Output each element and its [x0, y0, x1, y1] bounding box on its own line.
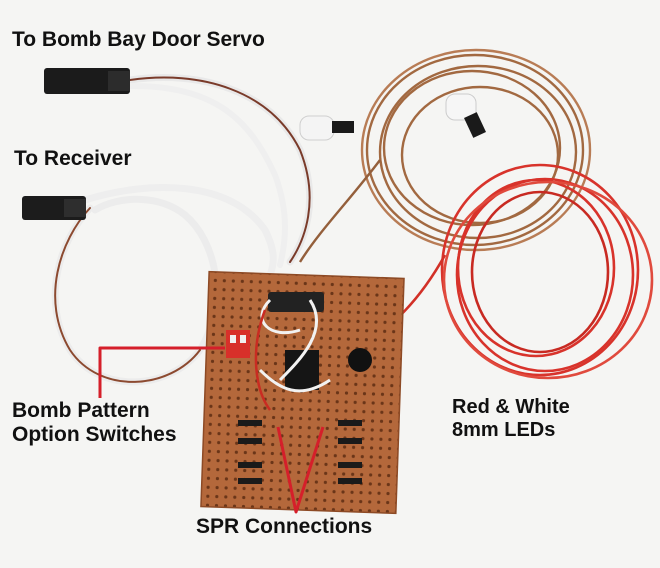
leds-label: Red & White 8mm LEDs: [452, 396, 570, 442]
receiver-connector: [22, 196, 86, 220]
spr-callout: [276, 426, 325, 514]
bomb-pattern-label-line1: Bomb Pattern: [12, 399, 150, 422]
led-red: [445, 93, 486, 138]
copper-wire-coil: [298, 48, 592, 263]
spr-label: SPR Connections: [196, 515, 373, 538]
led-white: [299, 115, 354, 141]
perfboard: [200, 270, 405, 515]
leds-label-line1: Red & White: [452, 396, 570, 418]
leds-label-line2: 8mm LEDs: [452, 419, 556, 441]
servo-label: To Bomb Bay Door Servo: [12, 28, 265, 51]
callout-lines: [98, 346, 325, 514]
receiver-cable: [51, 184, 277, 386]
receiver-label: To Receiver: [14, 147, 132, 170]
servo-cable: [126, 74, 314, 268]
bomb-pattern-label: Bomb Pattern Option Switches: [12, 399, 177, 447]
board-components: [226, 292, 372, 484]
servo-connector: [44, 68, 130, 94]
bomb-pattern-label-line2: Option Switches: [12, 423, 177, 447]
bomb-pattern-callout: [98, 346, 225, 398]
